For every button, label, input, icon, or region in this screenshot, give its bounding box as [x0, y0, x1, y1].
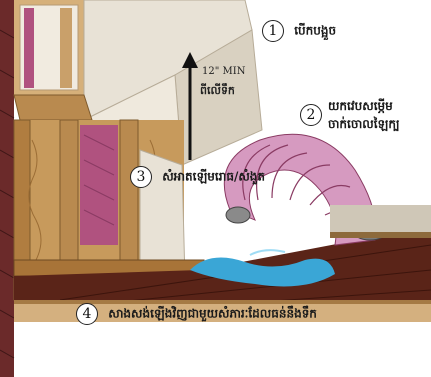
callout-number-1: 1 [262, 20, 284, 42]
callout-4-text: សាងសង់ឡើងវិញជាមួយសំភារៈដែលធន់នឹងទឹក [108, 307, 317, 321]
callout-number-4: 4 [76, 303, 98, 325]
exterior-siding [0, 0, 14, 377]
callout-1-text: បើកបង្អួច [294, 24, 336, 38]
upper-wall [14, 0, 84, 95]
measurement-caption: ពីលើទឹក [200, 84, 235, 100]
callout-2-line-1: យកវេបសម្ភើម [328, 98, 400, 116]
callout-clean-dry: 3 សំអាតឡើមរោធ/សំងួត [130, 166, 265, 188]
callout-3-text: សំអាតឡើមរោធ/សំងួត [162, 170, 265, 184]
callout-number-2: 2 [300, 104, 322, 126]
callout-remove-carpet: 2 យកវេបសម្ភើម ចាក់ចោលឡៃក្ប [300, 98, 400, 134]
window-sill [14, 95, 92, 120]
callout-open-window: 1 បើកបង្អួច [262, 20, 336, 42]
callout-2-line-2: ចាក់ចោលឡៃក្ប [328, 116, 400, 134]
callout-number-3: 3 [130, 166, 152, 188]
measurement-value: 12" MIN [202, 66, 245, 77]
callout-rebuild: 4 សាងសង់ឡើងវិញជាមួយសំភារៈដែលធន់នឹងទឹក [76, 303, 317, 325]
